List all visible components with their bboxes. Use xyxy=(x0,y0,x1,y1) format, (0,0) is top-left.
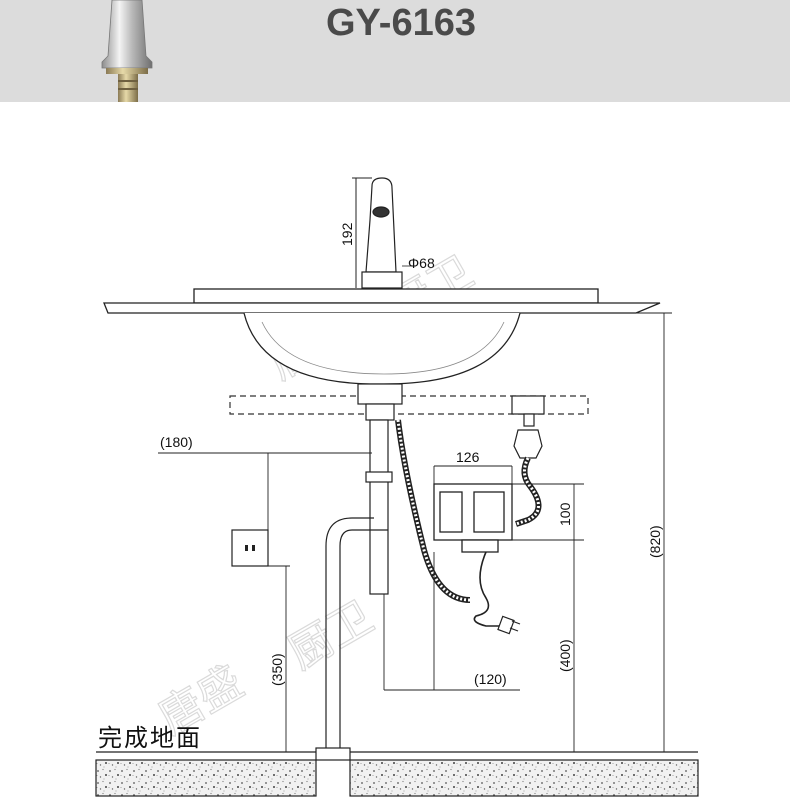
finished-floor-label: 完成地面 xyxy=(98,724,202,752)
cabinet-shelf xyxy=(229,395,589,415)
box-width-dimension: 126 xyxy=(456,449,480,465)
faucet-diameter-dimension: Φ68 xyxy=(408,255,435,271)
drain-pipe xyxy=(357,383,403,595)
power-cord xyxy=(473,551,502,627)
outlet-height-dimension: (350) xyxy=(269,653,285,686)
faucet xyxy=(361,177,403,289)
wall-outlet-offset-dimension: (180) xyxy=(160,434,193,450)
p-trap xyxy=(325,517,388,752)
faucet-height-dimension: 192 xyxy=(339,222,355,246)
installation-diagram: 唐盛 厨卫 唐盛 厨卫 192 Φ68 xyxy=(95,177,699,797)
total-height-dimension: (820) xyxy=(647,525,663,558)
finished-floor xyxy=(95,751,699,797)
countertop xyxy=(103,288,661,314)
wall-outlet xyxy=(231,529,269,567)
faucet-thumbnail-icon xyxy=(101,0,153,102)
plug-icon xyxy=(497,615,521,635)
box-offset-dimension: (120) xyxy=(474,671,507,687)
box-height-dimension: 100 xyxy=(557,502,573,526)
model-number: GY-6163 xyxy=(326,2,476,44)
control-box xyxy=(433,483,513,553)
box-floor-height-dimension: (400) xyxy=(557,639,573,672)
header-banner: GY-6163 xyxy=(0,0,790,102)
inlet-valve xyxy=(511,395,545,459)
svg-text:厨卫: 厨卫 xyxy=(280,591,382,679)
